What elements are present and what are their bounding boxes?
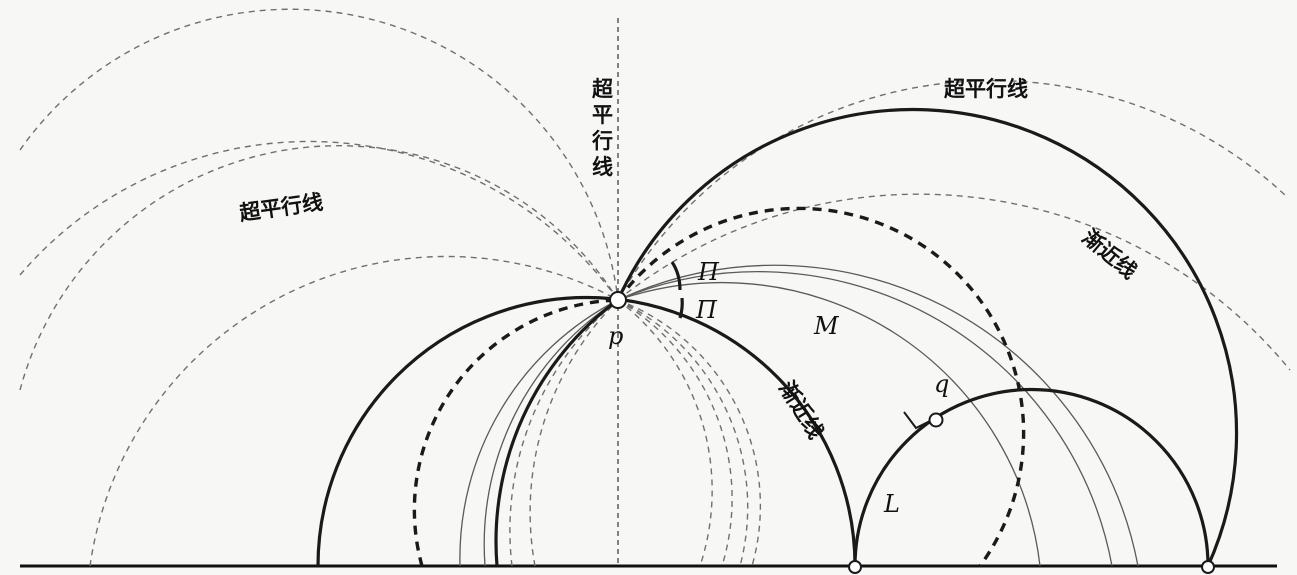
label-asymptote-left: 渐近线 — [774, 377, 828, 443]
lower-ultraparallel-arc-5 — [529, 299, 619, 567]
angle-mark-lower — [678, 297, 684, 319]
intersecting-line-left-1 — [459, 299, 619, 567]
label-point-p: p — [608, 322, 623, 350]
left-dashed-bold-arc — [412, 298, 619, 567]
point-p — [609, 291, 627, 309]
label-line-L: L — [883, 490, 900, 518]
line-L-arc — [853, 387, 1210, 567]
angle-mark-upper — [670, 261, 682, 291]
lower-ultraparallel-arc-1 — [617, 299, 713, 567]
left-ultraparallel-arc-1 — [19, 8, 619, 301]
left-ultraparallel-arc-4 — [19, 145, 619, 391]
left-ultraparallel-arc-2 — [19, 140, 619, 301]
inner-left-thick-arc — [494, 298, 619, 567]
left-asymptote-arc — [316, 295, 857, 567]
label-angle-lower: Π — [695, 296, 718, 324]
label-line-M: M — [813, 312, 840, 340]
lower-ultraparallel-arc-4 — [617, 299, 762, 567]
label-ultraparallel-vertical-1: 超 — [592, 77, 614, 101]
line-M-arc — [616, 206, 1026, 568]
point-q — [928, 412, 944, 428]
intersecting-line-right-2 — [617, 271, 1113, 567]
left-ultraparallel-arc-3 — [89, 255, 619, 567]
lower-ultraparallel-arc-3 — [617, 299, 749, 567]
label-angle-upper: Π — [697, 258, 720, 286]
lower-ultraparallel-arc-2 — [617, 299, 733, 567]
endpoint-L-left — [848, 560, 862, 574]
label-ultraparallel-right: 超平行线 — [944, 77, 1028, 101]
right-angle-marker — [903, 411, 933, 430]
right-asymptote-arc — [616, 107, 1239, 567]
lower-ultraparallel-arc-6 — [509, 299, 619, 567]
endpoint-L-right — [1201, 560, 1215, 574]
label-ultraparallel-vertical-3: 行 — [591, 129, 613, 153]
label-point-q: q — [934, 370, 949, 398]
intersecting-line-left-2 — [483, 299, 619, 567]
label-ultraparallel-vertical-4: 线 — [592, 155, 613, 179]
intersecting-line-right-3 — [617, 264, 1139, 567]
right-ultraparallel-arc-1 — [617, 79, 1286, 301]
label-ultraparallel-vertical-2: 平 — [592, 103, 613, 127]
label-ultraparallel-left: 超平行线 — [238, 190, 325, 225]
right-ultraparallel-arc-2 — [617, 193, 1291, 371]
